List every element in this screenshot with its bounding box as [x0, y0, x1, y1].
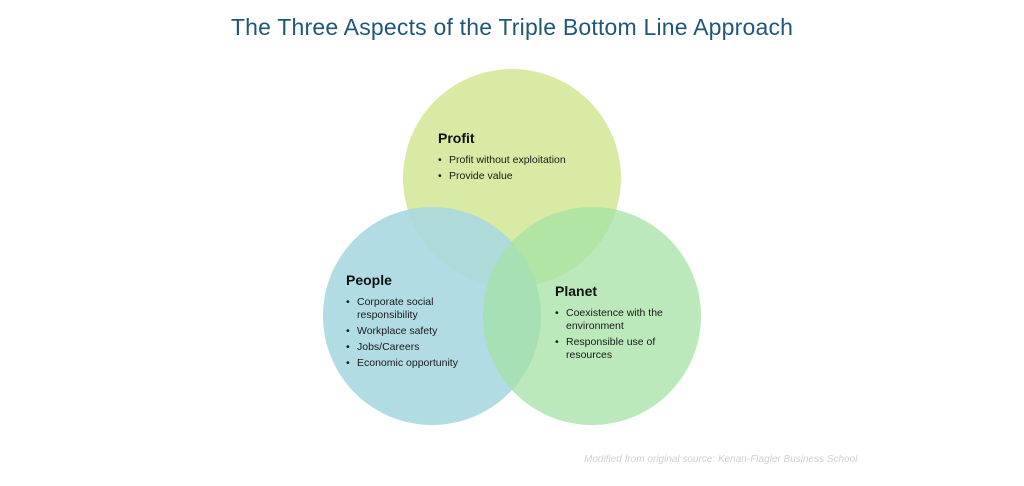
planet-text-block: Planet Coexistence with the environment … — [555, 283, 690, 365]
people-heading: People — [346, 272, 392, 288]
people-bullet-item: Corporate social responsibility — [346, 296, 481, 322]
planet-bullet-list: Coexistence with the environment Respons… — [555, 307, 690, 362]
people-text-block: People Corporate social responsibility W… — [346, 272, 481, 373]
people-bullet-list: Corporate social responsibility Workplac… — [346, 296, 481, 370]
profit-bullet-item: Provide value — [438, 170, 608, 183]
people-bullet-item: Workplace safety — [346, 325, 481, 338]
planet-bullet-item: Responsible use of resources — [555, 336, 690, 362]
profit-bullet-item: Profit without exploitation — [438, 154, 608, 167]
profit-heading: Profit — [438, 130, 475, 146]
profit-text-block: Profit Profit without exploitation Provi… — [438, 130, 608, 186]
planet-heading: Planet — [555, 283, 598, 299]
people-bullet-item: Jobs/Careers — [346, 341, 481, 354]
profit-bullet-list: Profit without exploitation Provide valu… — [438, 154, 608, 183]
planet-bullet-item: Coexistence with the environment — [555, 307, 690, 333]
source-note: Modified from original source: Kenan-Fla… — [584, 454, 858, 465]
people-bullet-item: Economic opportunity — [346, 357, 481, 370]
page-title: The Three Aspects of the Triple Bottom L… — [230, 14, 794, 40]
